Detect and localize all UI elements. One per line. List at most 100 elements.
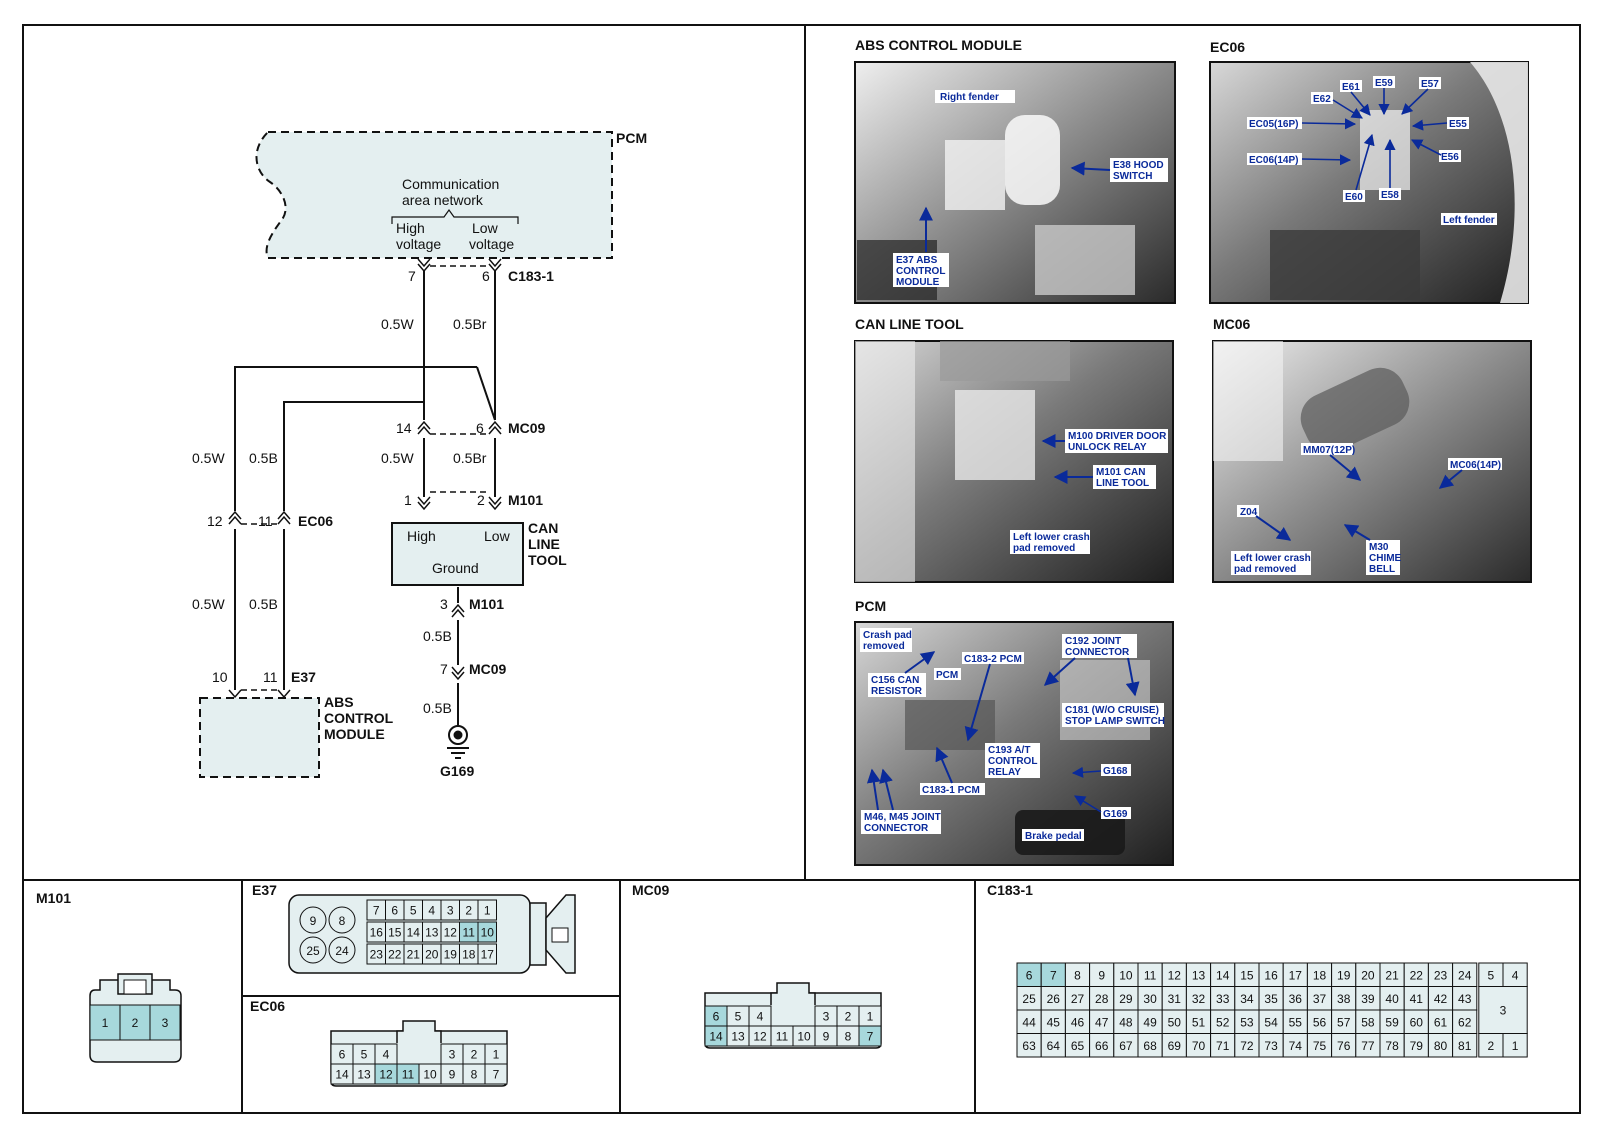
callout-left-fender: Left fender (1443, 215, 1495, 226)
e37-pin-19-label: 19 (444, 948, 458, 962)
c183-pin-7: 7 (408, 268, 416, 284)
callout-e57: E57 (1421, 79, 1439, 90)
can-tool-label-1: CAN (528, 520, 558, 536)
m101-pins: 1 2 3 (89, 1004, 181, 1041)
abs-label-3: MODULE (324, 726, 385, 742)
mc09-pin-6-label: 6 (713, 1010, 720, 1024)
c183-pin-18-label: 18 (1313, 968, 1327, 982)
callout-e56: E56 (1441, 152, 1459, 163)
callout-ec05: EC05(16P) (1249, 119, 1298, 130)
c183-pin-13-label: 13 (1192, 968, 1206, 982)
e37-pin-6-label: 6 (391, 904, 398, 918)
callout-c156-2: RESISTOR (871, 686, 923, 697)
schematic: PCM Communication area network High volt… (192, 130, 647, 779)
mc09-latch (770, 982, 816, 1005)
c183-pin-17-label: 17 (1289, 968, 1303, 982)
c183-pin-57-label: 57 (1337, 1015, 1351, 1029)
callout-m46-1: M46, M45 JOINT (864, 812, 941, 823)
c183-pin-25-label: 25 (1022, 992, 1036, 1006)
e37-pin-12-label: 12 (444, 926, 458, 940)
conn-ec06-title: EC06 (250, 998, 285, 1014)
callout-e58: E58 (1381, 190, 1399, 201)
c183-pin-52-label: 52 (1216, 1015, 1230, 1029)
photo-ec06: EC06 E61 E59 E57 E62 EC05(16P) E55 EC06(… (1209, 39, 1529, 304)
c183-pin-51-label: 51 (1192, 1015, 1206, 1029)
m101-label-2: M101 (469, 596, 504, 612)
callout-e38-hood-1: E38 HOOD (1113, 160, 1164, 171)
mc09-pin-12-label: 12 (753, 1030, 767, 1044)
e37-pin-17-label: 17 (481, 948, 495, 962)
c183-pin-73-label: 73 (1264, 1039, 1278, 1053)
ec06-pin-13-label: 13 (357, 1068, 371, 1082)
c183-pin-10-label: 10 (1119, 968, 1133, 982)
conn-m101-title: M101 (36, 890, 71, 906)
c183-pin-79-label: 79 (1410, 1039, 1424, 1053)
photo-mc06-title: MC06 (1213, 316, 1251, 332)
c183-pin-24-label: 24 (1458, 968, 1472, 982)
g169-label: G169 (440, 763, 474, 779)
callout-ec06-14p: EC06(14P) (1249, 155, 1298, 166)
c183-pin-64-label: 64 (1047, 1039, 1061, 1053)
wire-label-mid-w: 0.5W (381, 450, 414, 466)
c183-pin-12-label: 12 (1168, 968, 1182, 982)
c183-pin-43-label: 43 (1458, 992, 1472, 1006)
ec06-pin-11: 11 (258, 513, 273, 529)
photo-ec06-title: EC06 (1210, 39, 1245, 55)
c183-pin-29-label: 29 (1119, 992, 1133, 1006)
conn-e37-title: E37 (252, 882, 277, 898)
can-tool-label-3: TOOL (528, 552, 567, 568)
callout-c193-2: CONTROL (988, 756, 1037, 767)
c183-pin-5-label: 5 (1488, 968, 1495, 982)
mc09-pin-10-label: 10 (797, 1030, 811, 1044)
callout-c193-1: C193 A/T (988, 745, 1030, 756)
can-tool-high: High (407, 528, 436, 544)
ec06-label: EC06 (298, 513, 333, 529)
ec06-pin-7-label: 7 (493, 1068, 500, 1082)
can-tool-ground: Ground (432, 560, 479, 576)
connector-m101: M101 1 2 3 (36, 890, 182, 1063)
callout-e37-abs-3: MODULE (896, 277, 940, 288)
c183-pin-55-label: 55 (1289, 1015, 1303, 1029)
c183-pin-38-label: 38 (1337, 992, 1351, 1006)
photo-pcm: PCM Crash pad removed C192 JOINT CONNECT… (854, 598, 1174, 866)
c183-pin-76-label: 76 (1337, 1039, 1351, 1053)
mc09-pin-7-label: 7 (867, 1030, 874, 1044)
c183-pin-3-label: 3 (1500, 1004, 1507, 1018)
e37-pin-1-label: 1 (484, 904, 491, 918)
mc09-pin-2-label: 2 (845, 1010, 852, 1024)
c183-pin-37-label: 37 (1313, 992, 1327, 1006)
mc09-pin-4-label: 4 (757, 1010, 764, 1024)
e37-pin-14-label: 14 (407, 926, 421, 940)
c183-pin-7-label: 7 (1050, 968, 1057, 982)
c183-pin-30-label: 30 (1143, 992, 1157, 1006)
m101-pin-1: 1 (404, 492, 412, 508)
e37-pin-18-label: 18 (462, 948, 476, 962)
c183-pin-31-label: 31 (1168, 992, 1182, 1006)
c183-pin-26-label: 26 (1047, 992, 1061, 1006)
e37-pin-2-label: 2 (465, 904, 472, 918)
callout-crash-pad-removed-2: removed (863, 641, 905, 652)
callout-crash-pad-2: pad removed (1013, 543, 1075, 554)
c183-pin-19-label: 19 (1337, 968, 1351, 982)
callout-crash-pad-1: Left lower crash (1013, 532, 1090, 543)
c183-pin-28-label: 28 (1095, 992, 1109, 1006)
mc09-connector-symbol (417, 420, 502, 435)
c183-pin-48-label: 48 (1119, 1015, 1133, 1029)
c183-pin-75-label: 75 (1313, 1039, 1327, 1053)
ec06-pin-12: 12 (207, 513, 223, 529)
abs-module-box (199, 697, 320, 778)
c183-pin-71-label: 71 (1216, 1039, 1230, 1053)
c183-pin-41-label: 41 (1410, 992, 1424, 1006)
ec06-pin-10-label: 10 (423, 1068, 437, 1082)
callout-e62: E62 (1313, 94, 1331, 105)
m101-pin-view-1: 1 (102, 1016, 109, 1030)
photo-can-line-tool: CAN LINE TOOL M100 DRIVER DOOR UNLOCK RE… (854, 316, 1174, 583)
e37-label: E37 (291, 669, 316, 685)
c183-pin-6-label: 6 (1026, 968, 1033, 982)
c183-pin-65-label: 65 (1071, 1039, 1085, 1053)
c183-pin-81-label: 81 (1458, 1039, 1472, 1053)
c183-pin-6: 6 (482, 268, 490, 284)
